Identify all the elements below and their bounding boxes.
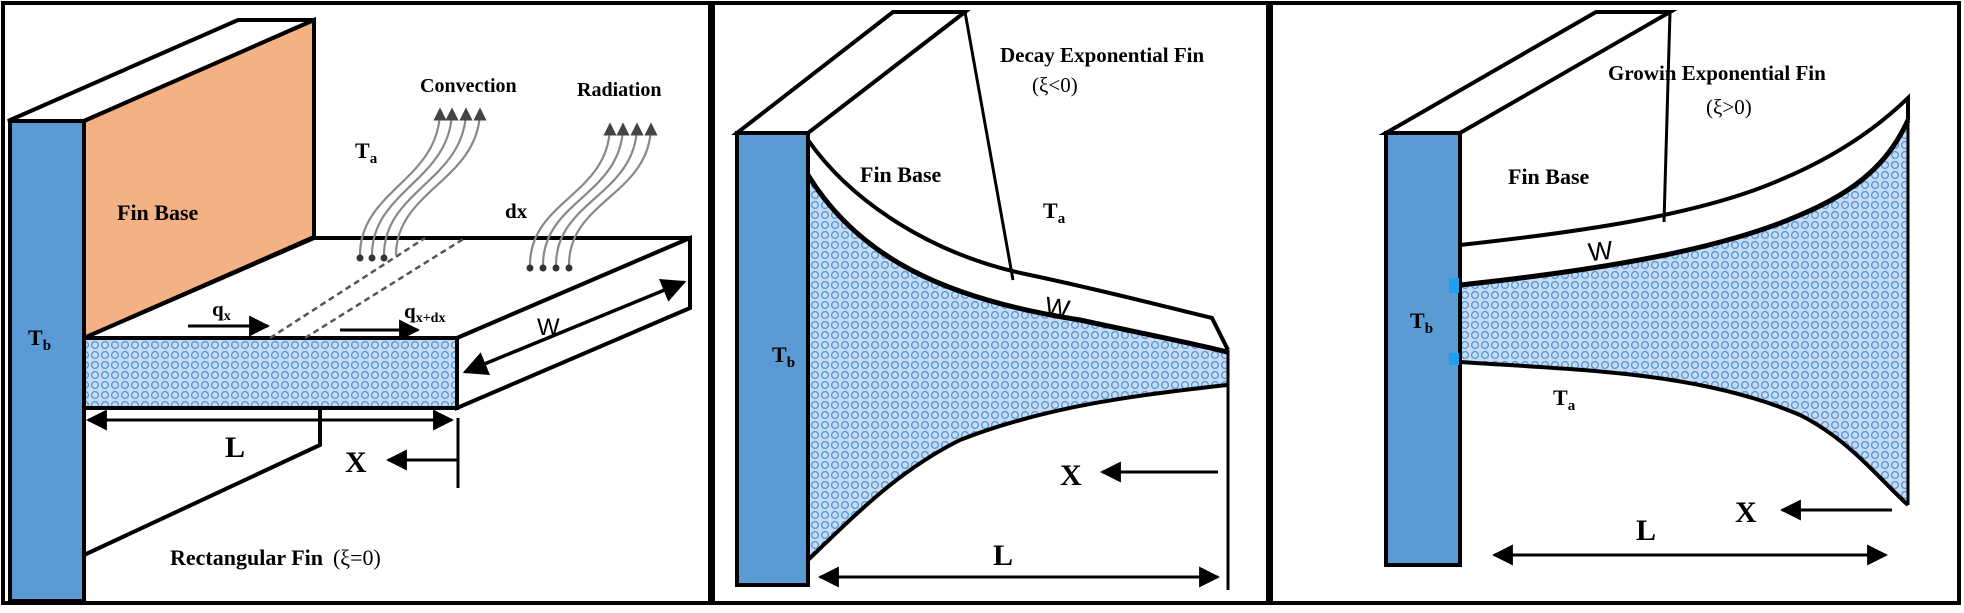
p2-wall-label: Tb bbox=[772, 342, 795, 371]
p2-base-label: Fin Base bbox=[860, 162, 942, 187]
dx-dash-1 bbox=[269, 236, 426, 340]
panel2-decay-exponential-fin: Decay Exponential Fin (ξ<0) Fin Base Ta … bbox=[731, 10, 1230, 590]
width-arrow bbox=[462, 279, 687, 375]
p1-length-label: L bbox=[225, 431, 245, 464]
p2-wall bbox=[735, 131, 810, 587]
p1-wall-label: Tb bbox=[28, 325, 51, 354]
p3-ambient-label: Ta bbox=[1553, 385, 1576, 414]
p2-length-label: L bbox=[993, 539, 1013, 572]
p3-fin-bottom-edge bbox=[1459, 360, 1910, 507]
p1-caption: Rectangular Fin(ξ=0) bbox=[170, 545, 381, 570]
p1-x-label: X bbox=[345, 446, 367, 479]
p1-radiation-label: Radiation bbox=[577, 79, 661, 101]
lower-cube-outline bbox=[83, 410, 322, 557]
p2-fin-bottom-edge bbox=[806, 383, 1228, 562]
p2-width-label: W bbox=[1043, 291, 1073, 325]
p1-qxdx-label: qx+dx bbox=[404, 299, 445, 326]
radiation-dots bbox=[526, 264, 573, 272]
panel2-border bbox=[711, 1, 1270, 605]
wall-front bbox=[8, 119, 86, 603]
radiation-arrows bbox=[528, 122, 658, 266]
p2-x-label: X bbox=[1060, 459, 1082, 492]
p2-ambient-label: Ta bbox=[1043, 198, 1066, 227]
p2-base-back-edge bbox=[963, 11, 1015, 281]
p3-length-label: L bbox=[1636, 514, 1656, 547]
convection-dots bbox=[356, 254, 388, 262]
panel1-border bbox=[1, 1, 712, 605]
p3-x-label: X bbox=[1735, 496, 1757, 529]
p2-fin-top-edge-lower bbox=[805, 173, 1228, 355]
p3-fin-top-edge-upper bbox=[1459, 93, 1910, 247]
p3-base-label: Fin Base bbox=[1508, 164, 1590, 189]
panel3-growing-exponential-fin: Growin Exponential Fin (ξ>0) Fin Base W … bbox=[1378, 9, 1911, 567]
p1-dx-label: dx bbox=[505, 199, 528, 223]
p3-wall-marker-top bbox=[1449, 278, 1459, 293]
p3-title: Growin Exponential Fin bbox=[1608, 61, 1826, 85]
p3-wall bbox=[1384, 131, 1462, 567]
convection-arrows bbox=[358, 107, 487, 256]
p3-base-back-edge bbox=[1662, 11, 1672, 223]
p2-title: Decay Exponential Fin bbox=[1000, 43, 1204, 67]
p1-base-label: Fin Base bbox=[117, 200, 199, 225]
dx-dash-2 bbox=[304, 236, 466, 340]
p3-width-label: W bbox=[1587, 235, 1615, 267]
p1-width-label: W bbox=[537, 314, 560, 341]
p2-title-param: (ξ<0) bbox=[1032, 73, 1078, 97]
p3-wall-marker-bottom bbox=[1449, 353, 1459, 365]
fin-front-face bbox=[82, 336, 459, 410]
p1-qx-label: qx bbox=[212, 297, 231, 324]
p3-fin-top-edge-lower bbox=[1459, 118, 1911, 288]
p3-wall-label: Tb bbox=[1410, 308, 1433, 337]
panel1-rectangular-fin: Tb Fin Base Convection Radiation Ta dx q… bbox=[7, 16, 692, 603]
p3-fin-body bbox=[1460, 120, 1908, 505]
p2-wall-top bbox=[731, 10, 971, 135]
panel3-border bbox=[1269, 1, 1961, 605]
p3-title-param: (ξ>0) bbox=[1706, 95, 1752, 119]
p2-fin-top-edge-upper bbox=[806, 138, 1230, 351]
p1-ambient-label: Ta bbox=[355, 138, 378, 167]
p1-convection-label: Convection bbox=[420, 75, 517, 97]
